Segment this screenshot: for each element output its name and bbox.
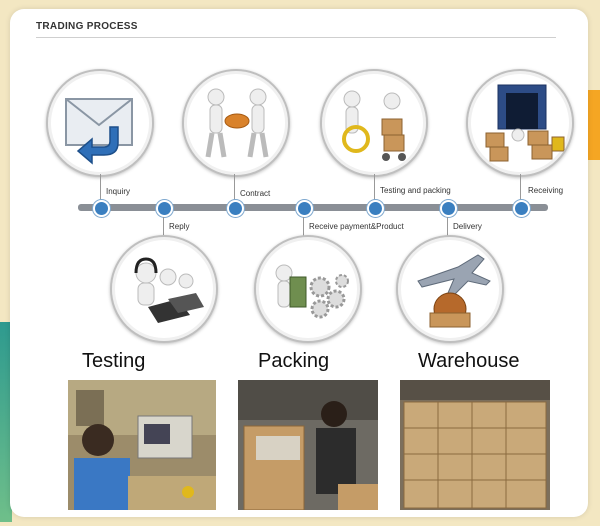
airplane-globe-icon <box>417 254 491 328</box>
step-label-receiving: Receiving <box>528 186 564 195</box>
connector-testing-packing <box>374 174 375 204</box>
section-label-packing: Packing <box>258 350 330 372</box>
step-circle-contract <box>182 69 290 177</box>
connector-contract <box>234 174 235 204</box>
step-circle-inquiry <box>46 69 154 177</box>
step-label-testing-packing: Testing and packing <box>380 186 451 195</box>
decor-stripe-right <box>588 90 600 160</box>
connector-receive-payment <box>303 217 304 242</box>
step-circle-reply <box>110 235 218 343</box>
page-title: TRADING PROCESS <box>36 21 138 32</box>
process-card: TRADING PROCESS <box>10 9 588 517</box>
step-label-reply: Reply <box>169 222 190 231</box>
connector-delivery <box>447 217 448 242</box>
warehouse-photo <box>400 380 550 510</box>
step-label-contract: Contract <box>240 189 271 198</box>
timeline-dot-inquiry <box>93 200 110 217</box>
process-timeline <box>78 204 548 211</box>
money-gears-icon <box>275 264 349 319</box>
decor-stripe-left <box>0 322 12 522</box>
timeline-dot-reply <box>156 200 173 217</box>
timeline-dot-receive-payment <box>296 200 313 217</box>
timeline-dot-delivery <box>440 200 457 217</box>
warehouse-boxes-icon <box>485 84 565 162</box>
timeline-dot-receiving <box>513 200 530 217</box>
packing-photo <box>238 380 378 510</box>
step-label-delivery: Delivery <box>453 222 482 231</box>
section-label-warehouse: Warehouse <box>418 350 520 372</box>
call-center-icon <box>134 257 204 323</box>
connector-inquiry <box>100 174 101 204</box>
title-divider <box>36 37 556 38</box>
timeline-dot-testing-packing <box>367 200 384 217</box>
step-label-receive-payment: Receive payment&Product <box>309 222 404 231</box>
section-label-testing: Testing <box>82 350 146 372</box>
connector-receiving <box>520 174 521 204</box>
step-circle-delivery <box>396 235 504 343</box>
step-label-inquiry: Inquiry <box>106 187 131 196</box>
step-circle-receive-payment <box>254 235 362 343</box>
step-circle-testing-packing <box>320 69 428 177</box>
testing-photo <box>68 380 216 510</box>
envelope-arrow-icon <box>65 98 133 165</box>
step-circle-receiving <box>466 69 574 177</box>
connector-reply <box>163 217 164 242</box>
handshake-figures-icon <box>205 88 269 158</box>
magnifier-boxes-icon <box>342 90 406 161</box>
timeline-dot-contract <box>227 200 244 217</box>
